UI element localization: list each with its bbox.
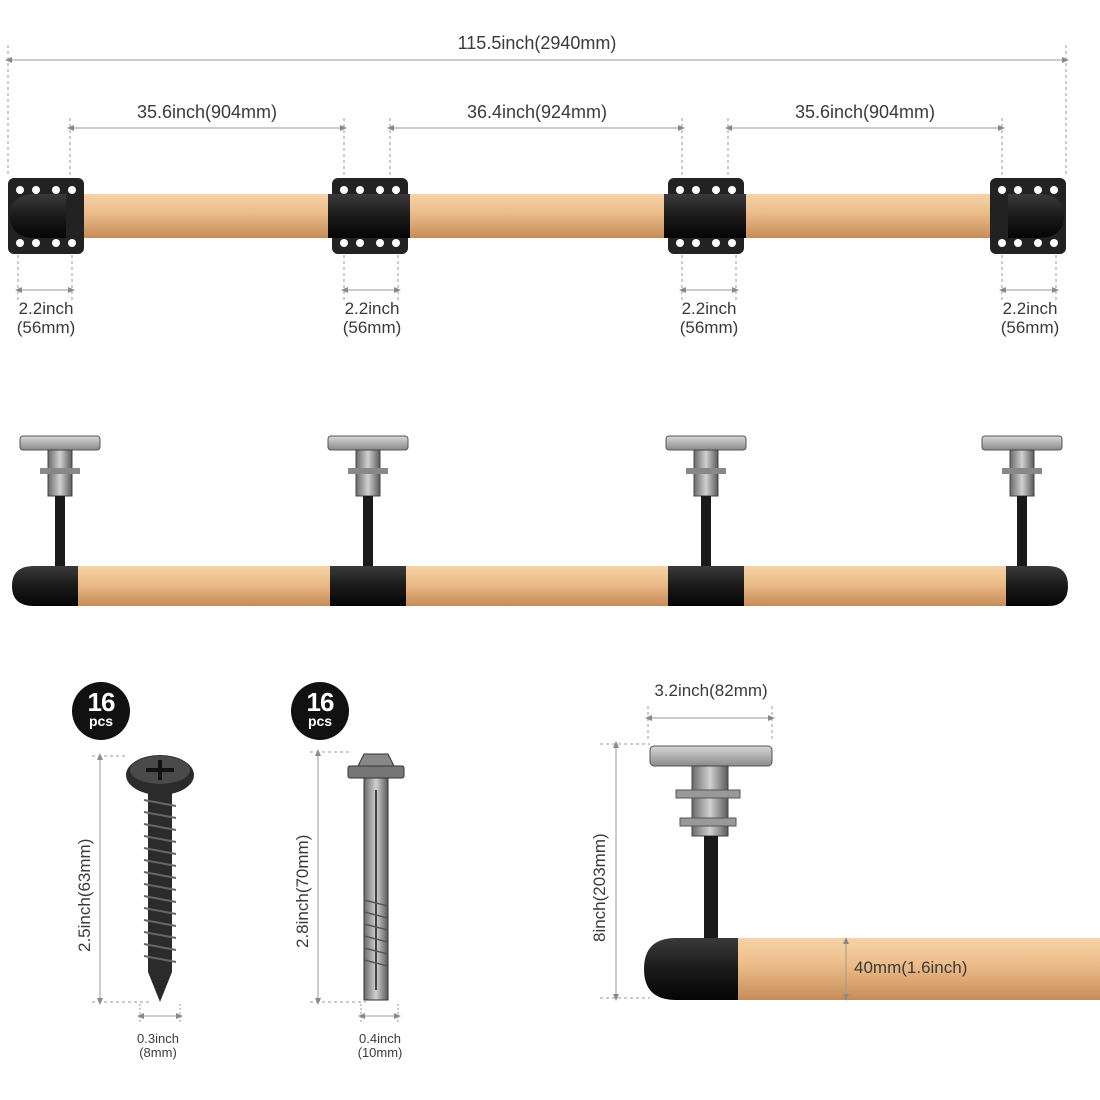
side-support-1	[19, 435, 101, 566]
detail-rail-diameter-label: 40mm(1.6inch)	[854, 958, 968, 977]
side-support-3	[665, 435, 747, 566]
bracket-width-2-mm: (56mm)	[342, 317, 402, 337]
anchor-bolt-count-badge: 16 pcs	[291, 682, 349, 740]
side-view-rail	[12, 435, 1068, 606]
anchor-bolt-diameter: 0.4inch (10mm)	[357, 1031, 403, 1061]
top-mid-bracket-2	[664, 178, 746, 254]
bracket-width-2-inch: 2.2inch	[344, 299, 400, 318]
bracket-width-4: 2.2inch (56mm)	[1000, 299, 1060, 337]
bracket-width-2: 2.2inch (56mm)	[342, 299, 402, 337]
top-dimension-lines	[4, 45, 1069, 300]
bracket-width-4-inch: 2.2inch	[1002, 299, 1058, 318]
bracket-width-3-inch: 2.2inch	[681, 299, 737, 318]
anchor-bolt-count: 16	[306, 687, 335, 717]
wood-screw-count: 16	[87, 687, 116, 717]
bracket-width-1: 2.2inch (56mm)	[16, 299, 76, 337]
wood-screw-diameter-mm: (8mm)	[139, 1045, 177, 1061]
overall-length-label: 115.5inch(2940mm)	[457, 33, 617, 53]
wood-screw-length-label: 2.5inch(63mm)	[75, 838, 94, 952]
top-mid-bracket-1	[328, 178, 410, 254]
wood-screw-diameter: 0.3inch (8mm)	[137, 1031, 179, 1061]
top-view-rail	[8, 178, 1066, 254]
detail-height-label: 8inch(203mm)	[590, 833, 609, 942]
top-end-bracket-right	[990, 178, 1066, 254]
bracket-width-1-inch: 2.2inch	[18, 299, 74, 318]
span-label-1: 35.6inch(904mm)	[136, 102, 278, 122]
bracket-width-3: 2.2inch (56mm)	[679, 299, 739, 337]
anchor-bolt-length-label: 2.8inch(70mm)	[293, 834, 312, 948]
bracket-width-4-mm: (56mm)	[1000, 317, 1060, 337]
anchor-bolt-diameter-mm: (10mm)	[357, 1045, 403, 1061]
top-end-bracket-left	[8, 178, 84, 254]
detail-view	[600, 706, 1100, 1001]
anchor-bolt-diameter-inch: 0.4inch	[359, 1031, 401, 1046]
side-support-4	[981, 435, 1063, 566]
span-label-3: 35.6inch(904mm)	[794, 102, 936, 122]
side-support-2	[327, 435, 409, 566]
wood-screw-illustration	[92, 753, 194, 1024]
anchor-bolt-unit: pcs	[307, 713, 333, 729]
anchor-bolt-illustration	[310, 749, 405, 1024]
span-label-2: 36.4inch(924mm)	[466, 102, 608, 122]
bracket-width-1-mm: (56mm)	[16, 317, 76, 337]
wood-screw-count-badge: 16 pcs	[72, 682, 130, 740]
wood-screw-diameter-inch: 0.3inch	[137, 1031, 179, 1046]
bracket-width-3-mm: (56mm)	[679, 317, 739, 337]
detail-plate-width-label: 3.2inch(82mm)	[654, 681, 768, 700]
wood-screw-unit: pcs	[88, 713, 114, 729]
